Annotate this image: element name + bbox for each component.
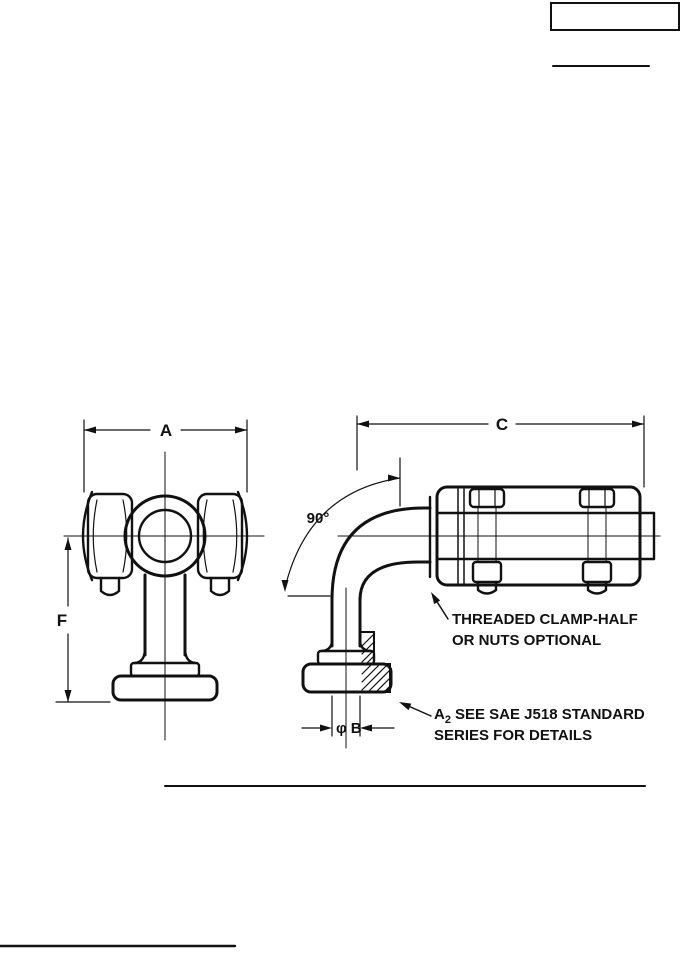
dimension-angle: 90° xyxy=(281,474,401,592)
dimension-a: A xyxy=(83,419,248,493)
dim-f-arrow-bottom xyxy=(64,690,72,702)
dimension-c: C xyxy=(356,415,645,488)
front-right-nut xyxy=(196,492,244,597)
front-left-nut xyxy=(86,492,134,597)
angle-arrow-bottom xyxy=(281,580,289,592)
dim-f-arrow-top xyxy=(64,538,72,550)
clamp-note-line2: OR NUTS OPTIONAL xyxy=(452,632,601,649)
dim-f-label: F xyxy=(57,611,67,630)
clamp-note-arrow xyxy=(431,592,441,605)
sae-note-line2: SERIES FOR DETAILS xyxy=(434,727,592,744)
dim-b-arrow-right xyxy=(360,724,372,732)
sae-note-leader xyxy=(405,704,432,717)
angle-arrow-top xyxy=(388,474,400,482)
sae-note-arrow xyxy=(399,702,412,711)
document-number-box xyxy=(550,2,680,31)
clamp-assembly xyxy=(428,485,656,595)
clamp-body xyxy=(435,485,642,587)
boss-inner-circle xyxy=(137,508,193,564)
dimension-f: F xyxy=(55,537,111,703)
dim-c-label: C xyxy=(496,415,508,434)
dim-b-arrow-left xyxy=(320,724,332,732)
dim-c-arrow-left xyxy=(357,420,369,428)
dim-a-label: A xyxy=(160,421,172,440)
dim-c-arrow-right xyxy=(632,420,644,428)
angle-label: 90° xyxy=(307,510,330,527)
elbow-body xyxy=(330,506,432,648)
front-tube-and-flange xyxy=(111,573,219,702)
dim-a-arrow-right xyxy=(235,426,247,434)
clamp-note-line1: THREADED CLAMP-HALF xyxy=(452,611,638,628)
boss-outer-circle xyxy=(123,494,207,578)
dim-a-arrow-left xyxy=(84,426,96,434)
front-view: A F xyxy=(55,419,265,741)
flange-section-hatch xyxy=(359,631,391,693)
clamp-bolt-right xyxy=(578,487,616,595)
clamp-bolt-left xyxy=(468,487,506,595)
side-view: C 90° xyxy=(281,415,661,749)
clamp-note: THREADED CLAMP-HALF OR NUTS OPTIONAL xyxy=(431,592,638,649)
